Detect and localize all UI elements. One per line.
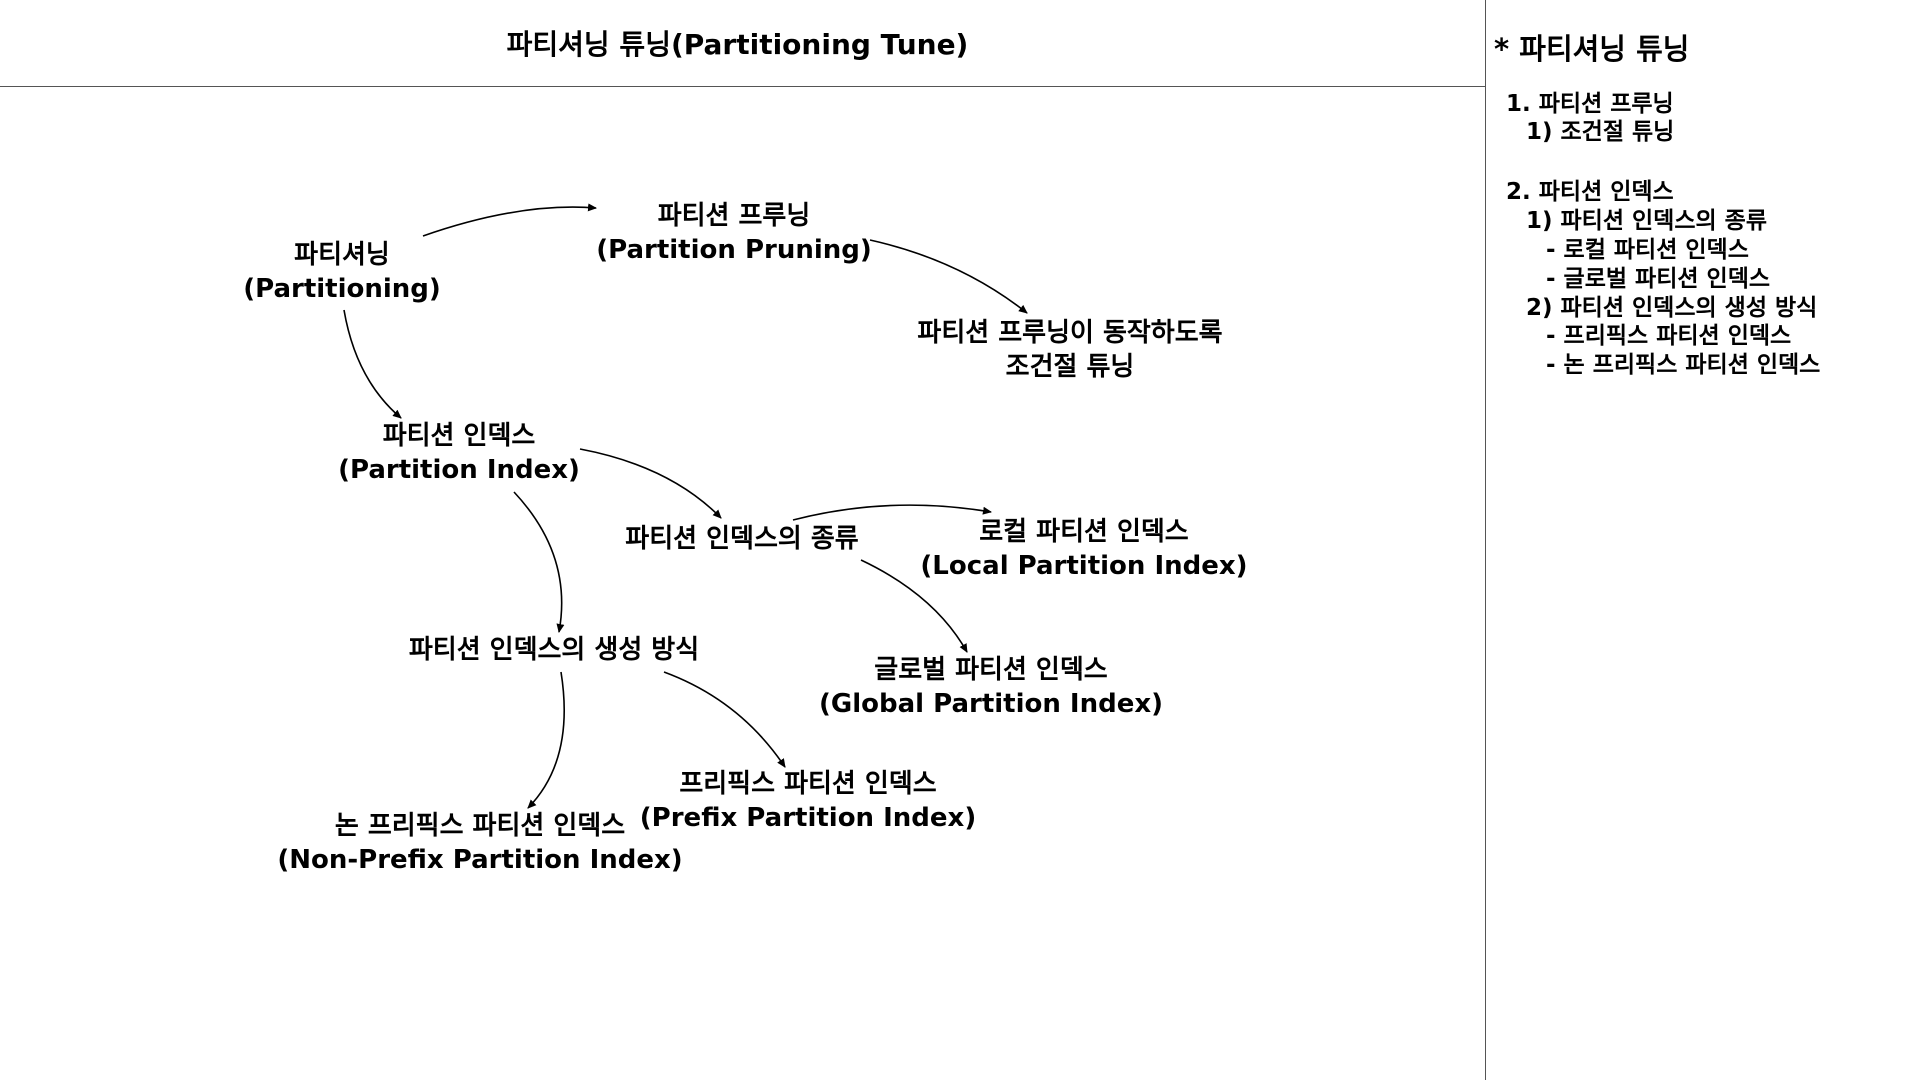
node-nonprefix-partition-index: 논 프리픽스 파티션 인덱스 (Non-Prefix Partition Ind… xyxy=(277,809,682,877)
arrow-creation-to-nonprefix xyxy=(527,671,566,809)
node-label-en: (Partition Pruning) xyxy=(596,235,872,265)
node-label-en: (Prefix Partition Index) xyxy=(639,803,977,833)
outline-item: 2) 파티션 인덱스의 생성 방식 xyxy=(1526,295,1818,321)
node-partition-pruning: 파티션 프루닝 (Partition Pruning) xyxy=(596,199,872,267)
outline-item: - 글로벌 파티션 인덱스 xyxy=(1546,266,1771,292)
node-local-partition-index: 로컬 파티션 인덱스 (Local Partition Index) xyxy=(920,515,1247,583)
outline-item: 1) 조건절 튜닝 xyxy=(1526,119,1675,145)
outline-sidebar: * 파티셔닝 튜닝 1. 파티션 프루닝 1) 조건절 튜닝 2. 파티션 인덱… xyxy=(1485,0,1920,1080)
node-label-ko: 로컬 파티션 인덱스 xyxy=(979,517,1189,547)
node-label-ko: 글로벌 파티션 인덱스 xyxy=(874,655,1108,685)
outline-item: - 논 프리픽스 파티션 인덱스 xyxy=(1546,352,1821,378)
node-partition-index: 파티션 인덱스 (Partition Index) xyxy=(338,419,580,487)
node-label-ko: 논 프리픽스 파티션 인덱스 xyxy=(334,811,626,841)
outline-item: 1. 파티션 프루닝 xyxy=(1506,91,1674,117)
node-index-types: 파티션 인덱스의 종류 xyxy=(625,522,858,556)
node-label-ko: 파티셔닝 xyxy=(294,240,390,270)
sidebar-title: * 파티셔닝 튜닝 xyxy=(1494,32,1690,66)
node-partitioning: 파티셔닝 (Partitioning) xyxy=(243,238,441,306)
header-bar: 파티셔닝 튜닝(Partitioning Tune) xyxy=(0,0,1485,87)
outline-item: - 프리픽스 파티션 인덱스 xyxy=(1546,323,1792,349)
node-pruning-condition-tune: 파티션 프루닝이 동작하도록 조건절 튜닝 xyxy=(917,316,1222,384)
node-label-line2: 조건절 튜닝 xyxy=(1005,352,1135,382)
node-index-creation-method: 파티션 인덱스의 생성 방식 xyxy=(409,633,699,667)
arrow-partitioning-to-pruning xyxy=(422,203,597,237)
node-label-en: (Partition Index) xyxy=(338,455,580,485)
outline-item: 2. 파티션 인덱스 xyxy=(1506,179,1674,205)
page-title: 파티셔닝 튜닝(Partitioning Tune) xyxy=(506,28,969,61)
arrow-creation-to-prefix xyxy=(663,671,786,768)
node-label-en: (Global Partition Index) xyxy=(818,689,1164,719)
arrow-index-to-types xyxy=(579,448,722,519)
node-label-line1: 파티션 프루닝이 동작하도록 xyxy=(917,318,1223,348)
outline-item: - 로컬 파티션 인덱스 xyxy=(1546,237,1749,263)
arrow-pruning-to-tune xyxy=(869,239,1028,314)
node-label-en: (Partitioning) xyxy=(243,274,441,304)
node-label-ko: 파티션 인덱스의 종류 xyxy=(625,524,859,554)
node-label-en: (Local Partition Index) xyxy=(920,551,1248,581)
outline-item: 1) 파티션 인덱스의 종류 xyxy=(1526,208,1767,234)
node-label-ko: 파티션 인덱스의 생성 방식 xyxy=(408,635,700,665)
node-prefix-partition-index: 프리픽스 파티션 인덱스 (Prefix Partition Index) xyxy=(640,767,976,835)
node-label-en: (Non-Prefix Partition Index) xyxy=(277,845,683,875)
node-label-ko: 파티션 인덱스 xyxy=(382,421,536,451)
node-label-ko: 프리픽스 파티션 인덱스 xyxy=(679,769,937,799)
node-label-ko: 파티션 프루닝 xyxy=(657,201,811,231)
arrow-index-to-creation xyxy=(513,491,565,633)
node-global-partition-index: 글로벌 파티션 인덱스 (Global Partition Index) xyxy=(819,653,1163,721)
arrow-partitioning-to-index xyxy=(343,309,402,419)
